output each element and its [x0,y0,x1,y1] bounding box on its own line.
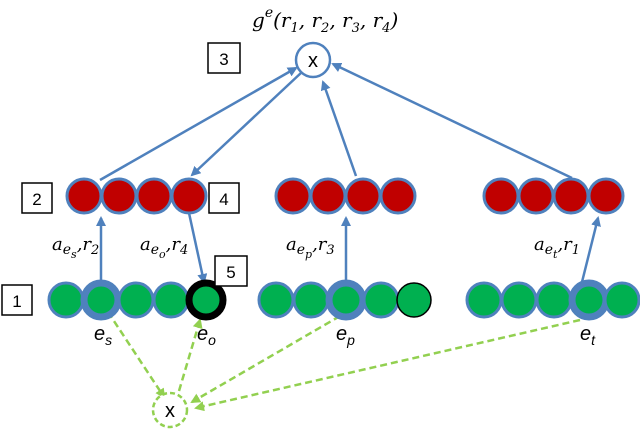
green-node [500,281,538,319]
green-dashed-arrows [106,311,581,412]
step-boxes: 3 2 4 1 5 [1,42,248,316]
green-node [117,281,155,319]
dashed-bottom-to-eo [177,318,203,392]
green-node-groups [47,279,640,321]
step-label-3: 3 [219,50,228,69]
arrow-et-up [580,216,601,283]
combine-node-top [294,41,332,79]
dashed-ep-to-bottom [190,314,341,404]
attn-label-et: aet,r1 [534,234,580,261]
green-node [292,281,330,319]
entity-label-es: es [94,323,112,348]
attn-label-eo: aeo,r4 [140,234,188,261]
red-node [170,177,208,215]
arrow-es-to-top [99,66,298,182]
arrow-et-to-top [331,62,573,180]
arrow-ep-to-top [320,80,358,177]
red-node [309,177,347,215]
red-node [552,177,590,215]
green-node [535,281,573,319]
red-node [482,177,520,215]
red-node [344,177,382,215]
dashed-es-to-bottom [106,311,166,399]
red-node [274,177,312,215]
green-node-eo [185,279,227,321]
step-box-5 [214,255,248,287]
red-node [135,177,173,215]
green-node [603,281,640,319]
green-node [465,281,503,319]
green-node-outlined [396,282,432,318]
combine-node-bottom-label: x [165,400,175,422]
red-node [517,177,555,215]
step-label-4: 4 [219,190,228,209]
red-node-groups [65,177,625,215]
formula-label: ge(r1, r2, r3, r4) [252,5,398,36]
dashed-et-to-bottom [194,318,581,412]
green-node-et [568,279,610,321]
arrow-top-to-eo [190,71,303,177]
red-node [65,177,103,215]
arrow-eo-down [187,212,208,284]
green-node [257,281,295,319]
green-node [47,281,85,319]
red-node [379,177,417,215]
step-label-1: 1 [12,292,21,311]
step-label-2: 2 [32,190,41,209]
entity-label-ep: ep [336,323,355,348]
combine-node-bottom [151,391,189,429]
step-box-2 [21,182,53,214]
combine-node-top-label: x [308,50,318,72]
red-node [587,177,625,215]
green-node [362,281,400,319]
attn-label-ep: aep,r3 [286,234,335,261]
green-node [152,281,190,319]
entity-label-et: et [580,323,596,348]
green-node-es [80,279,122,321]
step-box-3 [207,42,241,74]
green-node-ep [325,279,367,321]
attn-label-es: aes,r2 [52,234,99,261]
entity-label-eo: eo [197,323,216,348]
step-box-4 [208,182,240,214]
red-node [100,177,138,215]
step-label-5: 5 [226,263,235,282]
blue-arrows [96,62,601,284]
step-box-1 [1,284,33,316]
